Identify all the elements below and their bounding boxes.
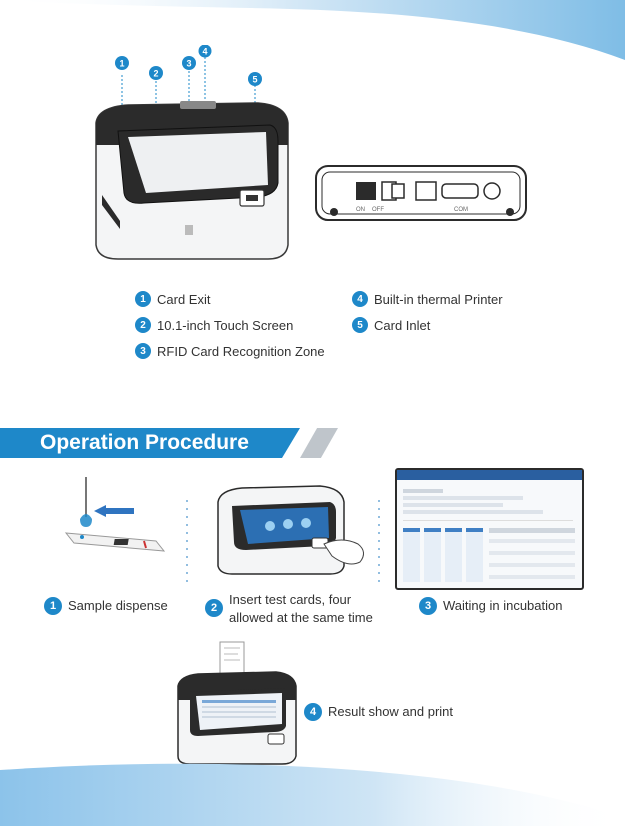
printer-device-illustration [177,641,297,765]
badge-4: 4 [352,291,368,307]
legend-label: Card Inlet [374,317,431,333]
badge-step-2: 2 [205,599,223,617]
back-label-on: ON [356,207,365,213]
back-label-com: COM [454,207,468,213]
section-header-stripe [300,428,338,458]
monitor-screen-illustration [395,468,584,590]
svg-text:5: 5 [252,75,257,85]
legend-label: RFID Card Recognition Zone [157,343,325,359]
step-3-text: Waiting in incubation [443,598,563,613]
back-label-off: OFF [372,207,384,213]
badge-step-4: 4 [304,703,322,721]
svg-text:1: 1 [119,59,124,69]
legend-label: Built-in thermal Printer [374,291,503,307]
device-insert-illustration [217,485,364,575]
step-2-text-line1: Insert test cards, four [229,592,352,607]
badge-3: 3 [135,343,151,359]
svg-text:2: 2 [153,69,158,79]
step-1-label: 1 Sample dispense [44,597,168,615]
device-back-illustration: ON OFF COM [312,160,530,224]
legend-touch-screen: 2 10.1-inch Touch Screen [135,317,293,333]
legend-card-inlet: 5 Card Inlet [352,317,430,333]
step-4-label: 4 Result show and print [304,703,453,721]
device-front-illustration: 1 2 3 4 5 [95,45,289,260]
legend-rfid-zone: 3 RFID Card Recognition Zone [135,343,325,359]
separator-dots [378,500,380,588]
pipette-illustration [64,477,166,552]
legend-label: 10.1-inch Touch Screen [157,317,294,333]
badge-5: 5 [352,317,368,333]
step-4-text: Result show and print [328,704,454,719]
legend-thermal-printer: 4 Built-in thermal Printer [352,291,503,307]
step-1-text: Sample dispense [68,598,168,613]
separator-dots [186,500,188,588]
badge-step-3: 3 [419,597,437,615]
badge-step-1: 1 [44,597,62,615]
bottom-wave-decoration [0,763,625,826]
badge-2: 2 [135,317,151,333]
top-wave-decoration [0,0,625,60]
badge-1: 1 [135,291,151,307]
svg-text:3: 3 [186,59,191,69]
step-3-label: 3 Waiting in incubation [419,597,562,615]
section-header-bar [0,428,300,458]
svg-text:4: 4 [202,47,207,57]
step-2-label: 2 Insert test cards, four allowed at the… [205,591,373,627]
section-title: Operation Procedure [40,431,249,454]
legend-label: Card Exit [157,291,211,307]
step-2-text-line2: allowed at the same time [229,610,373,625]
legend-card-exit: 1 Card Exit [135,291,210,307]
